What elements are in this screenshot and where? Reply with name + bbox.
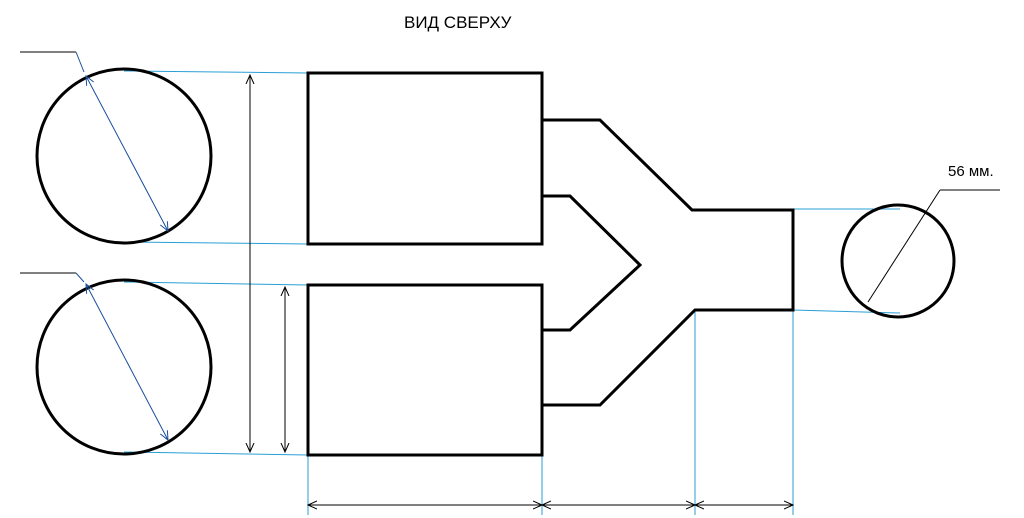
inlet-diameter-dimension-top <box>20 51 168 231</box>
view-title: ВИД СВЕРХУ <box>404 13 512 32</box>
inlet-circle-top <box>35 67 213 245</box>
lower-body-rect <box>306 283 544 457</box>
y-pipe-outline <box>542 118 795 407</box>
extension-lines <box>123 70 901 515</box>
outlet-diameter-label: 56 мм. <box>948 163 994 180</box>
inlet-diameter-dimension-bottom <box>20 272 168 440</box>
outlet-circle <box>840 203 956 319</box>
outlet-diameter-dimension: 56 мм. <box>867 163 1000 303</box>
upper-body-rect <box>306 71 544 246</box>
inlet-circle-bottom <box>35 278 213 456</box>
